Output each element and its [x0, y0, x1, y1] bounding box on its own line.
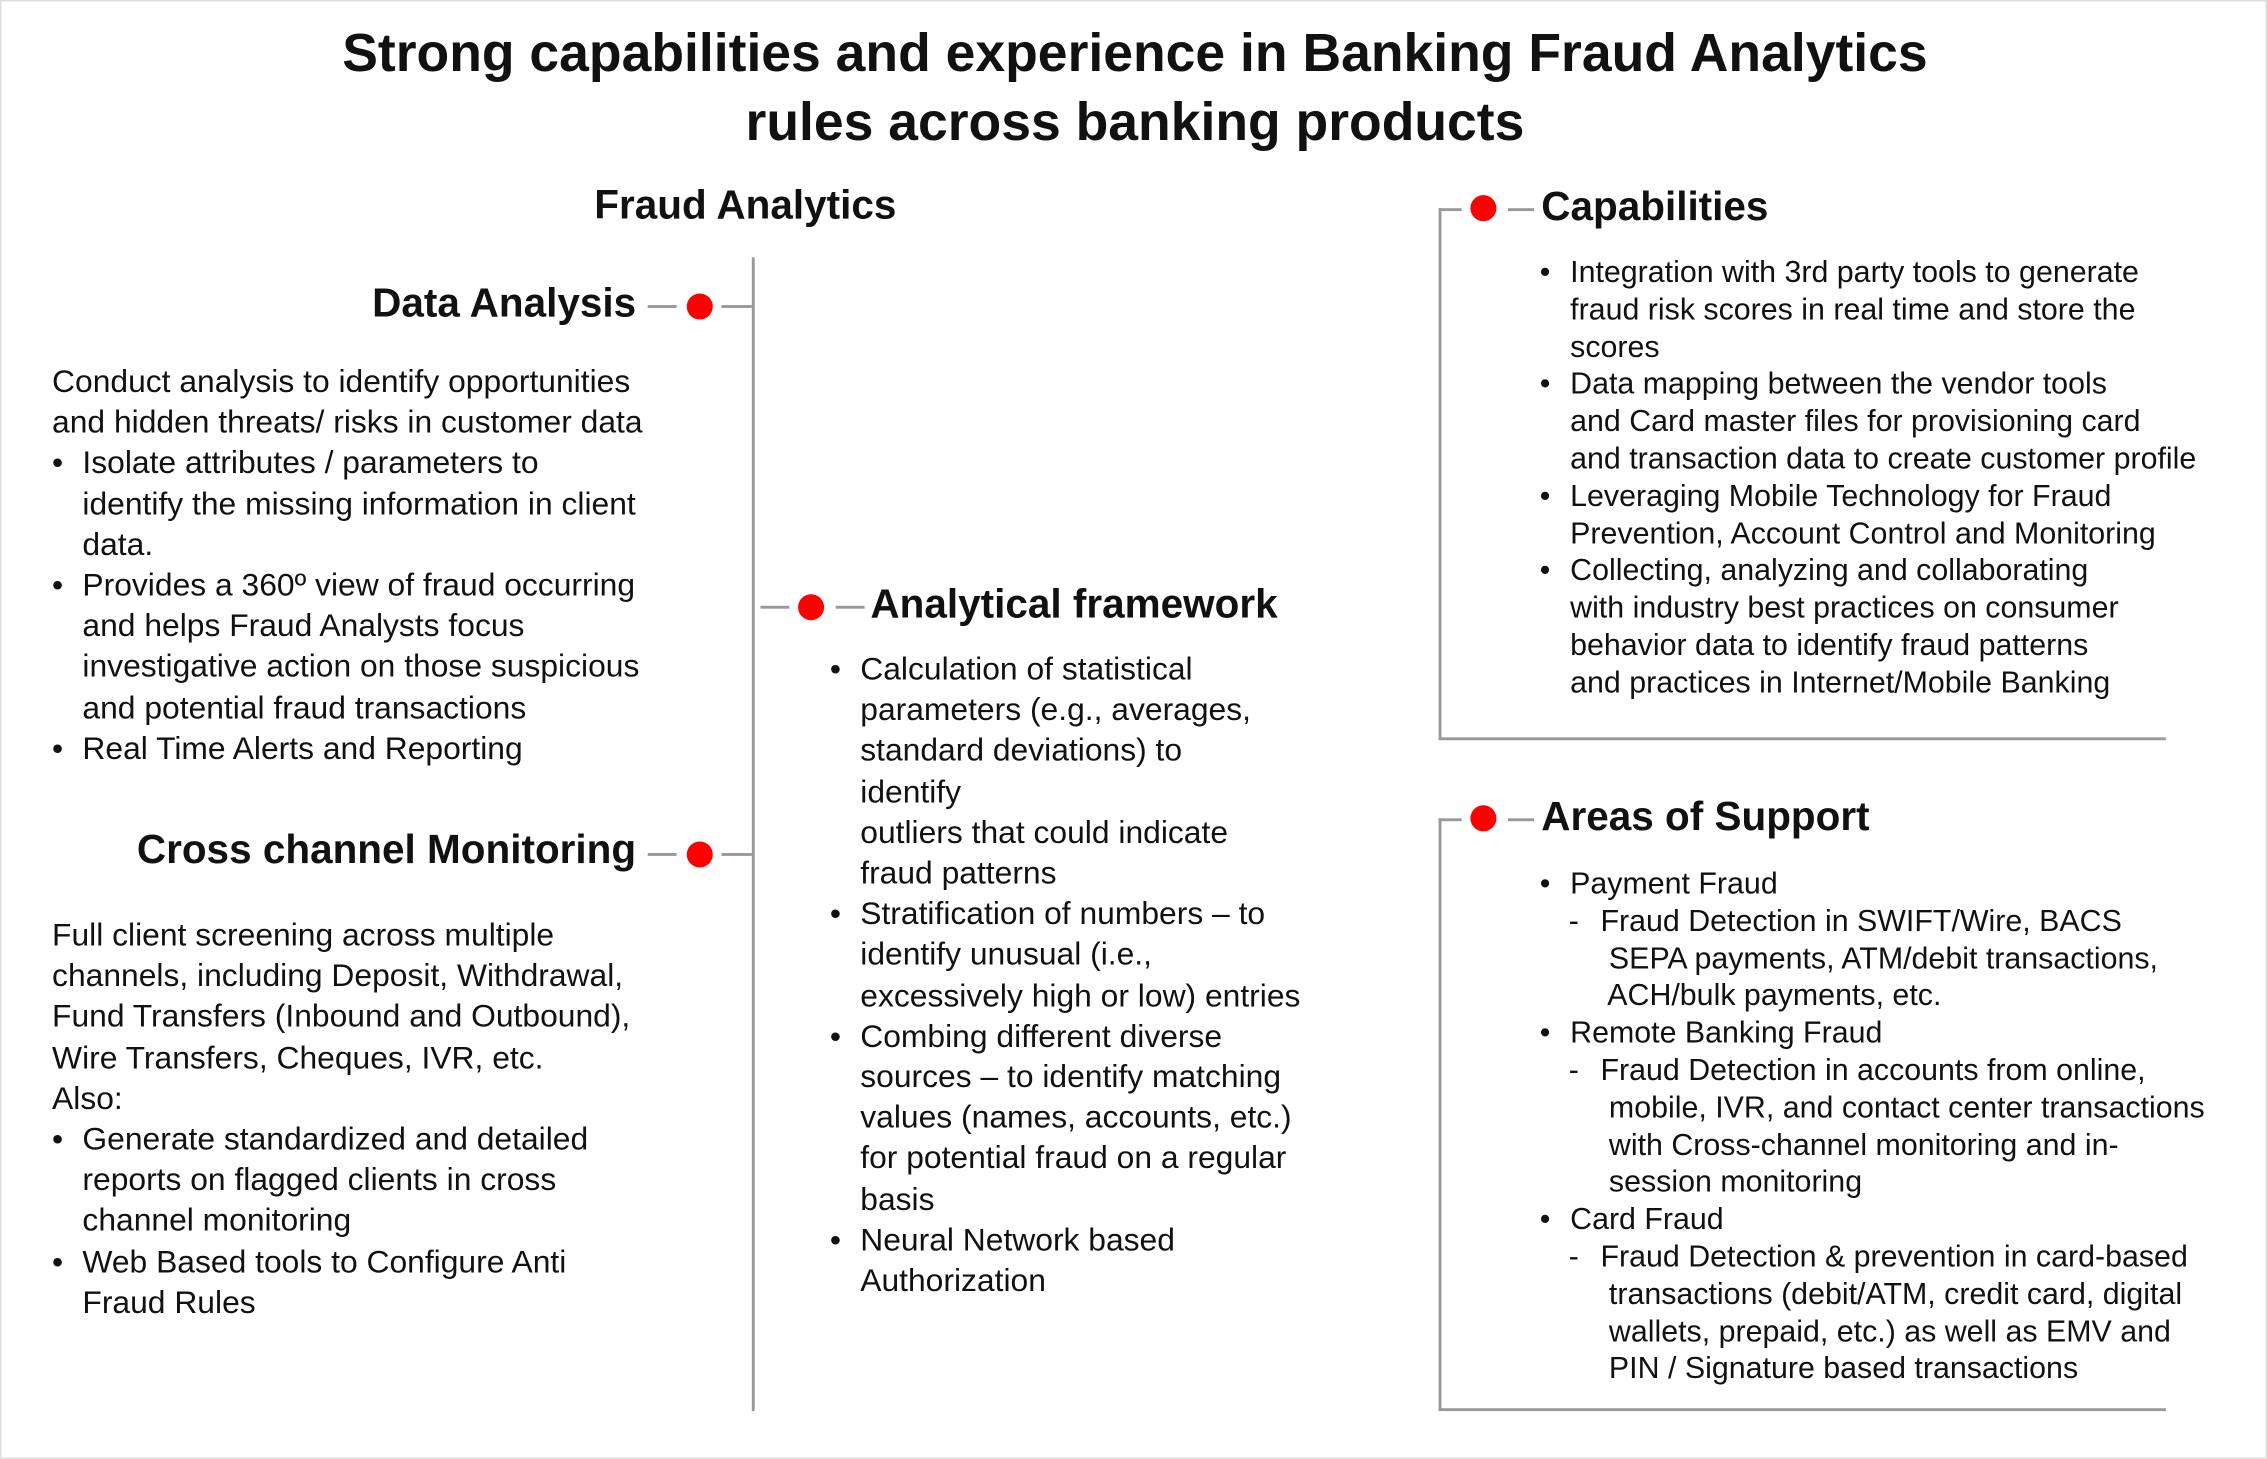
bullet-icon: •: [52, 729, 64, 767]
data-analysis-heading: Data Analysis: [372, 280, 637, 326]
analytical-framework-heading: Analytical framework: [870, 581, 1278, 627]
list-item: • Payment Fraud: [1540, 866, 2205, 903]
bullet-icon: •: [52, 1242, 64, 1279]
bullet-icon: •: [829, 1017, 842, 1054]
list-item-text: Combing different diverse sources – to i…: [860, 1017, 1292, 1217]
connector-line: [647, 305, 677, 308]
connector-line: [647, 853, 677, 856]
sub-item: -Fraud Detection in SWIFT/Wire, BACS SEP…: [1540, 903, 2205, 1015]
bullet-icon: •: [1539, 1203, 1551, 1237]
list-item-text: Real Time Alerts and Reporting: [82, 729, 523, 767]
bullet-icon: •: [1539, 1016, 1551, 1050]
timeline-axis: [751, 257, 754, 1412]
capabilities-body: • Integration with 3rd party tools to gen…: [1540, 254, 2197, 702]
dash-icon: -: [1568, 1240, 1579, 1274]
capabilities-bottom-rule: [1438, 737, 2166, 740]
capabilities-bracket: [1438, 208, 1441, 739]
connector-line: [721, 305, 752, 308]
connector-line: [1507, 208, 1534, 211]
list-item-text: Data mapping between the vendor tools an…: [1570, 367, 2197, 476]
connector-line: [760, 605, 790, 608]
bullet-icon: •: [1539, 255, 1551, 290]
bullet-icon: •: [829, 1221, 842, 1258]
bullet-icon: •: [1539, 479, 1551, 513]
list-item: • Calculation of statistical parameters (…: [830, 649, 1301, 894]
bullet-icon: •: [829, 895, 842, 932]
dash-icon: -: [1568, 904, 1579, 939]
list-item: • Integration with 3rd party tools to gen…: [1540, 254, 2197, 366]
red-dot-icon: [798, 594, 825, 621]
areas-bottom-rule: [1438, 1408, 2166, 1411]
data-analysis-intro: Conduct analysis to identify opportuniti…: [52, 362, 643, 440]
red-dot-icon: [686, 293, 713, 320]
fraud-analytics-heading: Fraud Analytics: [594, 182, 897, 227]
bullet-icon: •: [829, 650, 842, 687]
cross-channel-heading: Cross channel Monitoring: [136, 826, 637, 872]
connector-line: [1438, 818, 1462, 821]
red-dot-icon: [1470, 195, 1497, 222]
connector-line: [1507, 818, 1534, 821]
list-item: • Generate standardized and detailed repo…: [52, 1119, 630, 1241]
bullet-icon: •: [52, 1120, 64, 1157]
list-item-text: Integration with 3rd party tools to gene…: [1570, 255, 2139, 364]
sub-item-text: Fraud Detection in SWIFT/Wire, BACS SEPA…: [1600, 904, 2158, 1013]
list-item-text: Payment Fraud: [1570, 867, 1778, 901]
list-item: • Combing different diverse sources – to …: [830, 1016, 1301, 1220]
list-item-text: Collecting, analyzing and collaborating …: [1570, 554, 2119, 700]
list-item: • Collecting, analyzing and collaborating…: [1540, 553, 2197, 702]
list-item: • Real Time Alerts and Reporting: [52, 728, 643, 769]
list-item-text: Generate standardized and detailed repor…: [82, 1120, 589, 1239]
red-dot-icon: [686, 841, 713, 868]
sub-item-text: Fraud Detection & prevention in card-bas…: [1600, 1240, 2188, 1386]
sub-item: -Fraud Detection & prevention in card-ba…: [1540, 1239, 2205, 1388]
list-item: • Stratification of numbers – to identify…: [830, 894, 1301, 1016]
red-dot-icon: [1470, 805, 1497, 832]
areas-of-support-body: •Payment Fraud -Fraud Detection in SWIFT…: [1540, 866, 2205, 1388]
list-item: • Neural Network based Authorization: [830, 1220, 1301, 1302]
areas-bracket: [1438, 818, 1441, 1410]
list-item-text: Neural Network based Authorization: [860, 1221, 1175, 1299]
list-item: • Web Based tools to Configure Anti Fraud…: [52, 1241, 630, 1323]
list-item-text: Stratification of numbers – to identify …: [860, 895, 1301, 1013]
connector-line: [835, 605, 865, 608]
list-item: • Leveraging Mobile Technology for Fraud …: [1540, 478, 2197, 553]
list-item-text: Calculation of statistical parameters (e…: [860, 650, 1251, 891]
list-item-text: Remote Banking Fraud: [1570, 1016, 1883, 1050]
dash-icon: -: [1568, 1053, 1579, 1088]
bullet-icon: •: [52, 566, 64, 603]
list-item-text: Leveraging Mobile Technology for Fraud P…: [1570, 479, 2156, 551]
bullet-icon: •: [1539, 367, 1551, 402]
bullet-icon: •: [1539, 867, 1551, 901]
list-item: • Isolate attributes / parameters to iden…: [52, 443, 643, 565]
list-item-text: Card Fraud: [1570, 1203, 1724, 1237]
bullet-icon: •: [52, 444, 64, 481]
data-analysis-body: Conduct analysis to identify opportuniti…: [52, 361, 643, 769]
list-item: • Provides a 360º view of fraud occurring…: [52, 565, 643, 728]
list-item-text: Isolate attributes / parameters to ident…: [82, 444, 636, 563]
analytical-framework-body: • Calculation of statistical parameters (…: [830, 649, 1301, 1301]
cross-channel-body: Full client screening across multiple ch…: [52, 915, 630, 1323]
connector-line: [1438, 208, 1462, 211]
list-item: • Card Fraud: [1540, 1202, 2205, 1239]
cross-channel-intro: Full client screening across multiple ch…: [52, 916, 631, 1116]
list-item: • Data mapping between the vendor tools a…: [1540, 366, 2197, 478]
list-item: • Remote Banking Fraud: [1540, 1015, 2205, 1052]
list-item-text: Web Based tools to Configure Anti Fraud …: [82, 1242, 567, 1320]
list-item-text: Provides a 360º view of fraud occurring …: [82, 566, 640, 726]
connector-line: [721, 853, 752, 856]
slide-title: Strong capabilities and experience in Ba…: [342, 23, 1928, 152]
capabilities-heading: Capabilities: [1541, 183, 1769, 229]
areas-of-support-heading: Areas of Support: [1541, 793, 1870, 839]
sub-item-text: Fraud Detection in accounts from online,…: [1600, 1053, 2205, 1200]
sub-item: -Fraud Detection in accounts from online…: [1540, 1053, 2205, 1202]
bullet-icon: •: [1539, 554, 1551, 588]
